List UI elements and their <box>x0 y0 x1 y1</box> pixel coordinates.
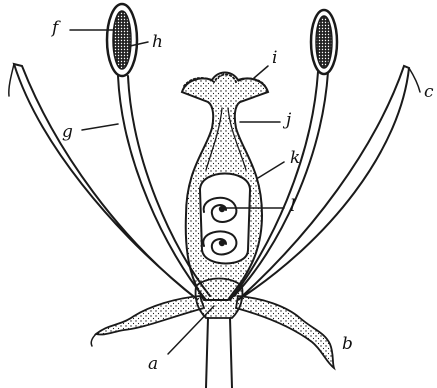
leader-i <box>254 66 268 78</box>
right-petal <box>238 66 409 300</box>
left-petal <box>14 64 198 300</box>
left-sepal <box>96 296 204 335</box>
receptacle <box>195 279 242 319</box>
leader-g <box>82 124 118 130</box>
right-pollen <box>316 16 332 68</box>
label-l: l <box>290 198 295 215</box>
label-f: f <box>52 20 58 37</box>
leader-k <box>258 162 284 178</box>
label-a: a <box>148 356 158 373</box>
stem <box>206 318 232 388</box>
label-i: i <box>272 50 277 67</box>
label-b: b <box>342 336 353 353</box>
right-sepal <box>236 296 334 368</box>
label-k: k <box>290 150 300 167</box>
label-c: c <box>424 84 434 101</box>
left-pollen <box>113 11 131 69</box>
label-j: j <box>286 112 291 129</box>
ovary-cavity <box>200 174 250 264</box>
label-g: g <box>62 124 73 141</box>
label-h: h <box>152 34 163 51</box>
